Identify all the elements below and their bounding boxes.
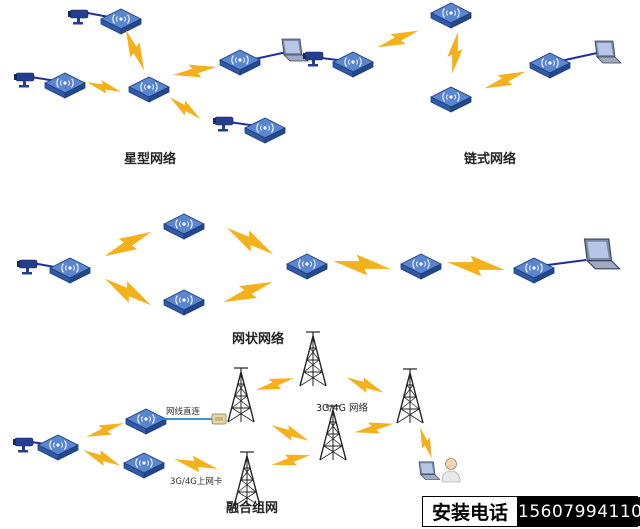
wireless-link-icon	[84, 414, 126, 446]
access-point-icon	[219, 49, 261, 76]
access-point-icon	[430, 2, 472, 29]
wireless-link-icon	[374, 21, 422, 57]
access-point-icon	[163, 289, 205, 316]
cell-tower-icon	[227, 367, 255, 423]
wireless-link-icon	[269, 445, 313, 475]
wireless-link-icon	[99, 273, 157, 311]
caption-fusion: 融合组网	[226, 500, 278, 516]
label-cable: 网线直连	[166, 406, 201, 417]
camera-icon	[67, 9, 89, 25]
wireless-link-icon	[220, 270, 276, 314]
fusion-network: 网线直连 3G/4G上网卡 3G/4G 网络 融合组网	[12, 331, 461, 516]
user-icon	[441, 458, 461, 483]
camera-icon	[302, 51, 324, 67]
label-network: 3G/4G 网络	[316, 402, 369, 414]
wireless-link-icon	[81, 445, 123, 471]
access-point-icon	[400, 253, 442, 280]
access-point-icon	[529, 52, 571, 79]
chain-network: 链式网络	[302, 2, 622, 167]
access-point-icon	[37, 434, 79, 461]
camera-icon	[16, 259, 38, 275]
wireless-link-icon	[221, 222, 279, 260]
cell-tower-icon	[299, 331, 327, 387]
wireless-link-icon	[412, 425, 440, 461]
access-point-icon	[128, 76, 170, 103]
contact-phone: 15607994110	[518, 497, 640, 526]
cell-tower-icon	[233, 451, 261, 507]
contact-banner: 安装电话 15607994110	[422, 496, 640, 527]
access-point-icon	[125, 408, 167, 435]
caption-mesh: 网状网络	[232, 331, 284, 347]
access-point-icon	[430, 86, 472, 113]
camera-icon	[212, 116, 234, 132]
caption-star: 星型网络	[124, 151, 176, 167]
mesh-network: 网状网络	[16, 213, 621, 347]
star-network: 星型网络	[13, 8, 309, 167]
contact-label: 安装电话	[423, 497, 518, 526]
access-point-icon	[513, 257, 555, 284]
wireless-link-icon	[165, 93, 205, 123]
wireless-link-icon	[100, 220, 156, 268]
wireless-link-icon	[333, 254, 391, 276]
camera-icon	[13, 72, 35, 88]
laptop-icon	[594, 40, 622, 64]
access-point-icon	[332, 51, 374, 78]
wireless-link-icon	[85, 78, 123, 96]
access-point-icon	[286, 253, 328, 280]
cell-tower-icon	[396, 368, 424, 424]
wireless-link-icon	[352, 414, 396, 442]
laptop-icon	[418, 461, 441, 480]
access-point-icon	[123, 452, 165, 479]
wireless-link-icon	[254, 369, 296, 399]
wireless-link-icon	[171, 56, 219, 86]
wireless-link-icon	[173, 454, 219, 474]
access-point-icon	[244, 117, 286, 144]
cell-tower-icon	[319, 405, 347, 461]
modem-icon	[211, 413, 227, 425]
wireless-link-icon	[447, 32, 463, 74]
wireless-link-icon	[344, 372, 386, 398]
wireless-link-icon	[447, 255, 505, 277]
wireless-link-icon	[481, 62, 529, 98]
access-point-icon	[44, 72, 86, 99]
wireless-link-icon	[116, 27, 154, 73]
wireless-link-icon	[269, 420, 311, 446]
camera-icon	[12, 437, 34, 453]
access-point-icon	[100, 8, 142, 35]
laptop-icon	[583, 238, 621, 270]
label-net-card: 3G/4G上网卡	[170, 476, 223, 487]
access-point-icon	[49, 257, 91, 284]
access-point-icon	[163, 213, 205, 240]
caption-chain: 链式网络	[463, 151, 516, 167]
